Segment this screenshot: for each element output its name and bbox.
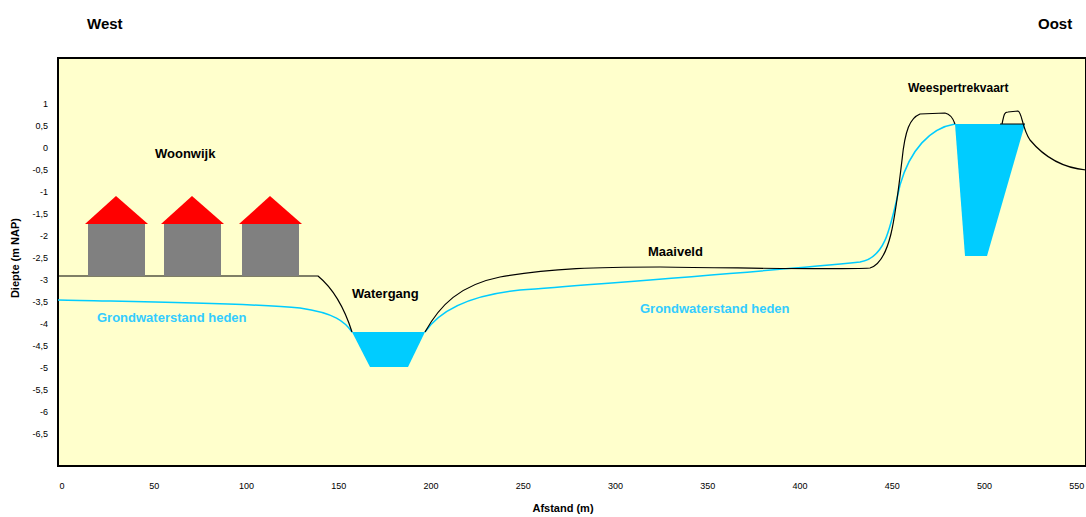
tick-label: -4,5 xyxy=(32,342,48,352)
tick-label: 50 xyxy=(149,482,159,492)
canal-water xyxy=(955,124,1025,256)
axis-title: Afstand (m) xyxy=(532,502,593,514)
axis-title: Diepte (m NAP) xyxy=(9,218,21,298)
tick-label: 500 xyxy=(977,482,992,492)
tick-label: -6,5 xyxy=(32,430,48,440)
groundwater-label: Grondwaterstand heden xyxy=(97,311,247,325)
tick-label: -2 xyxy=(40,232,48,242)
tick-label: 100 xyxy=(239,482,254,492)
houses xyxy=(85,196,302,276)
tick-label: -5,5 xyxy=(32,386,48,396)
tick-label: 1 xyxy=(43,100,48,110)
tick-label: 550 xyxy=(1069,482,1084,492)
tick-label: -3 xyxy=(40,276,48,286)
tick-label: 0 xyxy=(43,144,48,154)
area-label: Watergang xyxy=(352,287,419,301)
tick-label: 0,5 xyxy=(35,122,48,132)
ground-surface xyxy=(58,111,1086,332)
tick-label: -4 xyxy=(40,320,48,330)
area-label: Weespertrekvaart xyxy=(908,82,1009,95)
tick-label: -1,5 xyxy=(32,210,48,220)
tick-label: -6 xyxy=(40,408,48,418)
direction-label: Oost xyxy=(1038,16,1072,33)
tick-label: -1 xyxy=(40,188,48,198)
tick-label: 400 xyxy=(792,482,807,492)
tick-label: 300 xyxy=(608,482,623,492)
tick-label: -3,5 xyxy=(32,298,48,308)
tick-label: 250 xyxy=(516,482,531,492)
area-label: Woonwijk xyxy=(155,147,215,161)
tick-label: -0,5 xyxy=(32,166,48,176)
area-label: Maaiveld xyxy=(648,245,703,259)
plot-area xyxy=(58,58,1086,466)
direction-label: West xyxy=(87,16,123,33)
groundwater-label: Grondwaterstand heden xyxy=(640,302,790,316)
tick-label: 150 xyxy=(331,482,346,492)
tick-label: 0 xyxy=(59,482,64,492)
tick-label: 350 xyxy=(700,482,715,492)
ditch-water xyxy=(352,332,425,367)
tick-label: -5 xyxy=(40,364,48,374)
tick-label: -2,5 xyxy=(32,254,48,264)
tick-label: 200 xyxy=(423,482,438,492)
groundwater-line xyxy=(58,124,955,332)
tick-label: 450 xyxy=(885,482,900,492)
